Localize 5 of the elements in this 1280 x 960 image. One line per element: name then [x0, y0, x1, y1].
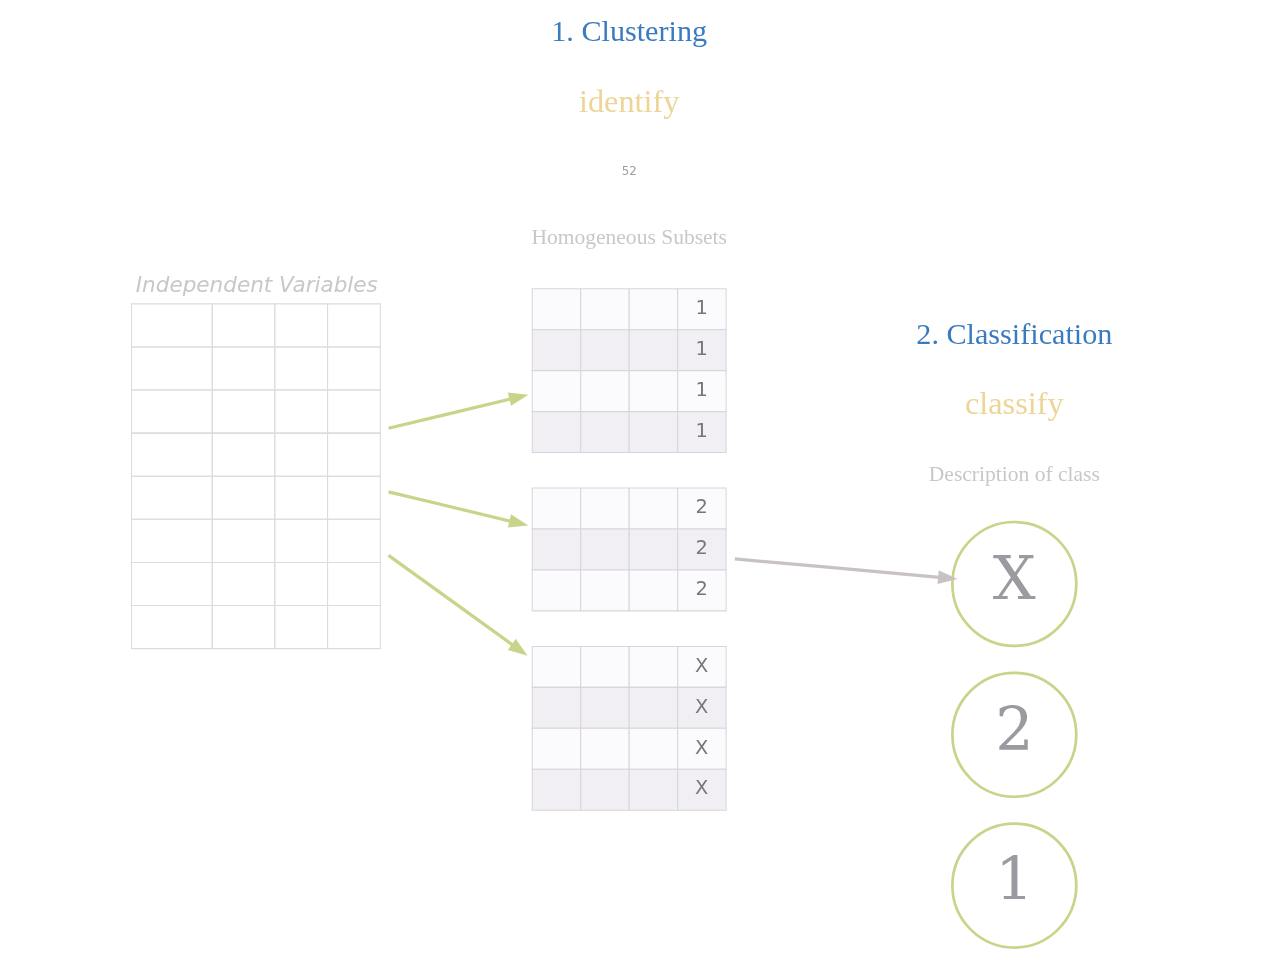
- label: 2. Classification: [915, 316, 1112, 351]
- label: classify: [964, 385, 1064, 422]
- label: 52: [621, 164, 637, 179]
- label: 1. Clustering: [550, 13, 707, 48]
- label: identify: [578, 82, 679, 119]
